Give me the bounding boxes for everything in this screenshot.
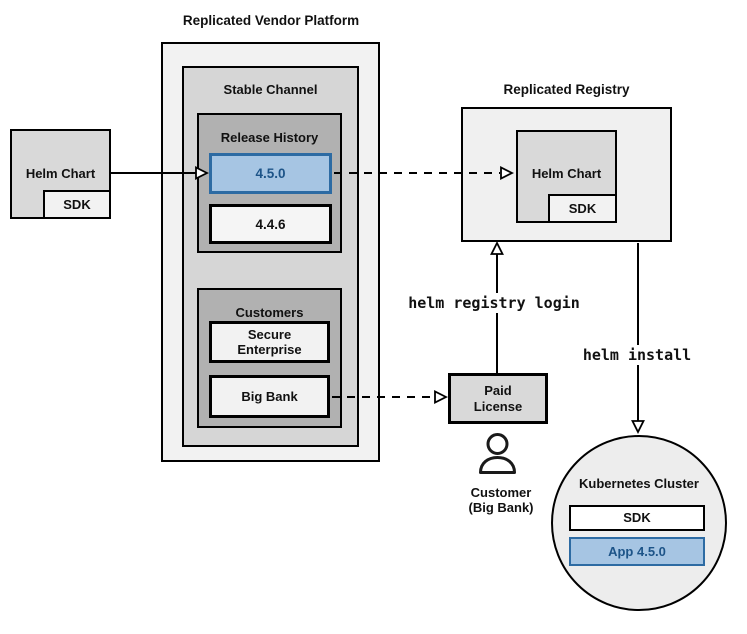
release-item-446: 4.4.6 — [209, 204, 332, 244]
command-helm-registry-login-text: helm registry login — [404, 293, 584, 313]
registry-title: Replicated Registry — [503, 82, 630, 97]
customer-caption: Customer (Big Bank) — [445, 485, 557, 516]
kubernetes-cluster-title: Kubernetes Cluster — [579, 476, 699, 491]
customer-caption-line2: (Big Bank) — [468, 500, 534, 516]
registry-sdk-box: SDK — [548, 194, 617, 223]
source-helm-chart-label: Helm Chart — [25, 166, 96, 181]
vendor-platform-title: Replicated Vendor Platform — [182, 13, 360, 28]
registry-helm-chart-label: Helm Chart — [531, 166, 602, 181]
person-icon — [479, 433, 516, 474]
cluster-sdk-box: SDK — [569, 505, 705, 531]
command-helm-registry-login: helm registry login — [394, 293, 594, 313]
arrow-registry-to-cluster — [631, 243, 645, 435]
paid-license-box: Paid License — [448, 373, 548, 424]
source-sdk-box: SDK — [43, 190, 111, 219]
command-helm-install-text: helm install — [578, 345, 696, 365]
cluster-app-box: App 4.5.0 — [569, 537, 705, 566]
customer-item-big-bank: Big Bank — [209, 375, 330, 418]
stable-channel-title: Stable Channel — [223, 82, 318, 97]
customer-item-secure-enterprise: Secure Enterprise — [209, 321, 330, 363]
command-helm-install: helm install — [567, 345, 707, 365]
customers-title: Customers — [235, 305, 304, 320]
release-history-title: Release History — [220, 130, 319, 145]
release-item-450: 4.5.0 — [209, 153, 332, 194]
customer-caption-line1: Customer — [470, 485, 532, 500]
